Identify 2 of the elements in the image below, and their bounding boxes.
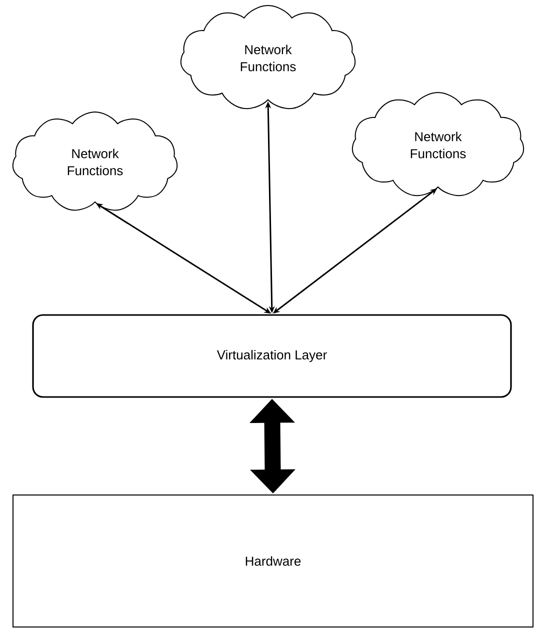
hardware-box: Hardware [12, 494, 534, 628]
layer-box: Virtualization Layer [32, 314, 512, 398]
